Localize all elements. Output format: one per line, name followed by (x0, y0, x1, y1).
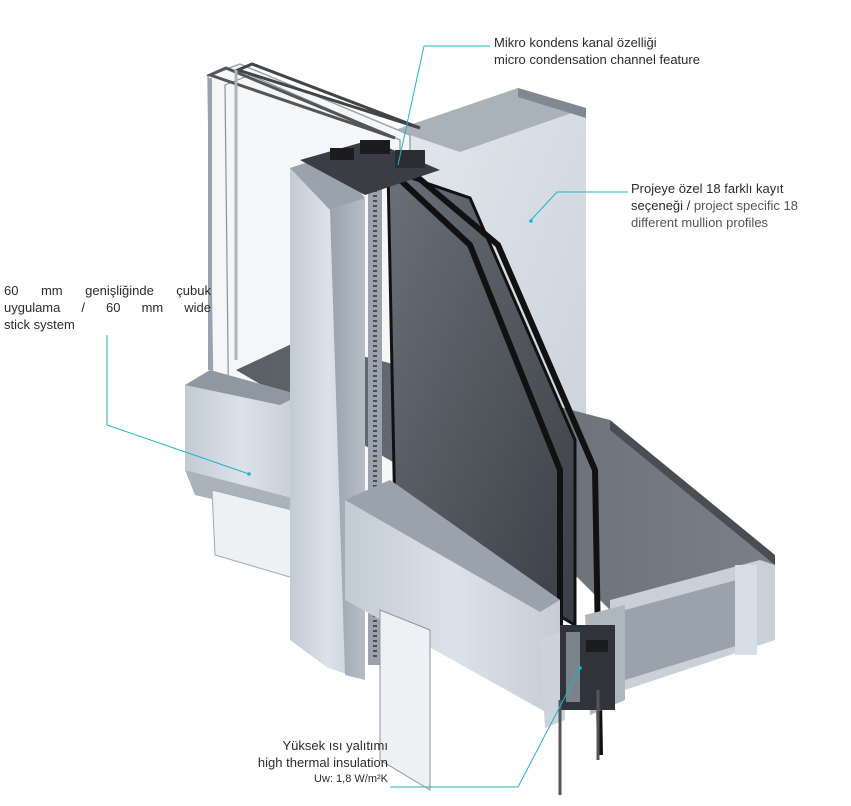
leader-mullion-dot (529, 219, 533, 223)
callout-mullion-profiles: Projeye özel 18 farklı kayıt seçeneği / … (631, 180, 798, 231)
callout-thermal-insulation: Yüksek ısı yalıtımı high thermal insulat… (226, 737, 388, 788)
leader-stick-dot (247, 472, 251, 476)
leader-mullion-profiles (530, 191, 628, 221)
callout-mullion-profiles-line3: different mullion profiles (631, 215, 769, 230)
callout-mullion-profiles-line2-tr: seçeneği / (631, 198, 691, 213)
callout-thermal-line1: Yüksek ısı yalıtımı (282, 738, 388, 753)
leader-lines (106, 45, 628, 788)
callout-mullion-profiles-line2-en: project specific 18 (690, 198, 798, 213)
callout-mullion-profiles-line2: seçeneği / project specific 18 (631, 197, 798, 214)
callout-mullion-profiles-line1: Projeye özel 18 farklı kayıt (631, 181, 784, 196)
callout-micro-channel-en: micro condensation channel feature (494, 52, 700, 67)
callout-stick-system-line2: uygulama / 60 mm wide (4, 300, 211, 315)
callout-stick-system-line1: 60 mm genişliğinde çubuk (4, 283, 211, 298)
leader-micro-channel (397, 45, 490, 166)
callout-stick-system-line3: stick system (4, 317, 75, 332)
callout-micro-channel: Mikro kondens kanal özelliği micro conde… (494, 34, 700, 68)
top-profile-caps (300, 140, 440, 195)
leader-thermal-dot (578, 666, 582, 670)
front-horizontal-transom (345, 480, 615, 728)
leader-thermal (390, 667, 581, 788)
callout-thermal-line2: high thermal insulation (257, 755, 388, 770)
callout-stick-system: 60 mm genişliğinde çubuk uygulama / 60 m… (4, 282, 211, 333)
leader-stick-system (106, 335, 250, 475)
left-transom-box (185, 370, 301, 581)
callout-thermal-uw-value: Uw: 1,8 W/m²K (314, 773, 388, 785)
bottom-glass-panes (379, 609, 600, 795)
callout-micro-channel-tr: Mikro kondens kanal özelliği (494, 35, 657, 50)
